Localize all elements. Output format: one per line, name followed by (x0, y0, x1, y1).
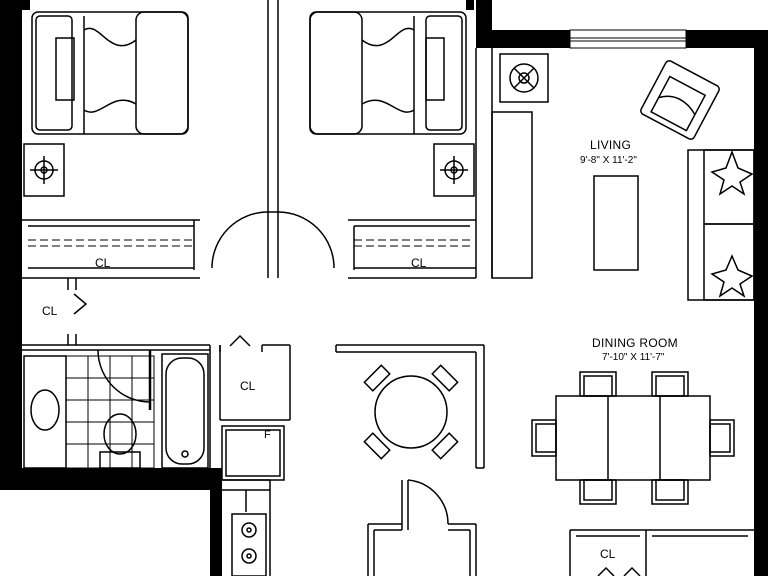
bathroom-tile-floor (65, 355, 155, 469)
linen-closet-door (219, 334, 251, 352)
sofa (687, 149, 755, 301)
bathroom-door (97, 349, 152, 410)
bathroom-vanity (23, 355, 67, 469)
living-room-name: LIVING (590, 138, 632, 152)
bathtub (161, 353, 209, 469)
round-table (363, 364, 459, 460)
lower-closet-label: CL (600, 547, 616, 561)
bedroom-2-closet (348, 219, 476, 270)
bedroom-1-nightstand (23, 143, 65, 197)
armchair (640, 60, 720, 140)
bedroom-1-closet (22, 219, 200, 270)
bedroom-2-bed (309, 11, 467, 135)
toilet (99, 413, 141, 469)
living-console (491, 111, 533, 279)
dining-room-dimensions: 7'-10" X 11'-7" (602, 352, 665, 363)
hall-closet-label: CL (42, 304, 58, 318)
bedroom-1-closet-label: CL (95, 256, 111, 270)
kitchen-counter (222, 489, 270, 576)
living-lamp-table (499, 53, 549, 103)
dining-table (555, 395, 711, 481)
bedroom-2-nightstand (433, 143, 475, 197)
bedroom-2-closet-label: CL (411, 256, 427, 270)
hall-closet-door (67, 278, 88, 345)
dining-chairs (531, 371, 735, 505)
fridge-label: F (264, 429, 271, 441)
bedroom-1-door (211, 211, 269, 269)
bedroom-2-door (277, 211, 335, 269)
living-room-dimensions: 9'-8" X 11'-2" (580, 155, 637, 166)
stove-burners (241, 522, 257, 564)
bedroom-1-bed (31, 11, 189, 135)
linen-closet-label: CL (240, 379, 256, 393)
refrigerator (221, 425, 285, 481)
dining-room-name: DINING ROOM (592, 336, 678, 350)
coffee-table (593, 175, 639, 271)
lower-closet-door (597, 566, 641, 576)
living-window (569, 29, 687, 49)
kitchen-doorway (367, 479, 477, 576)
